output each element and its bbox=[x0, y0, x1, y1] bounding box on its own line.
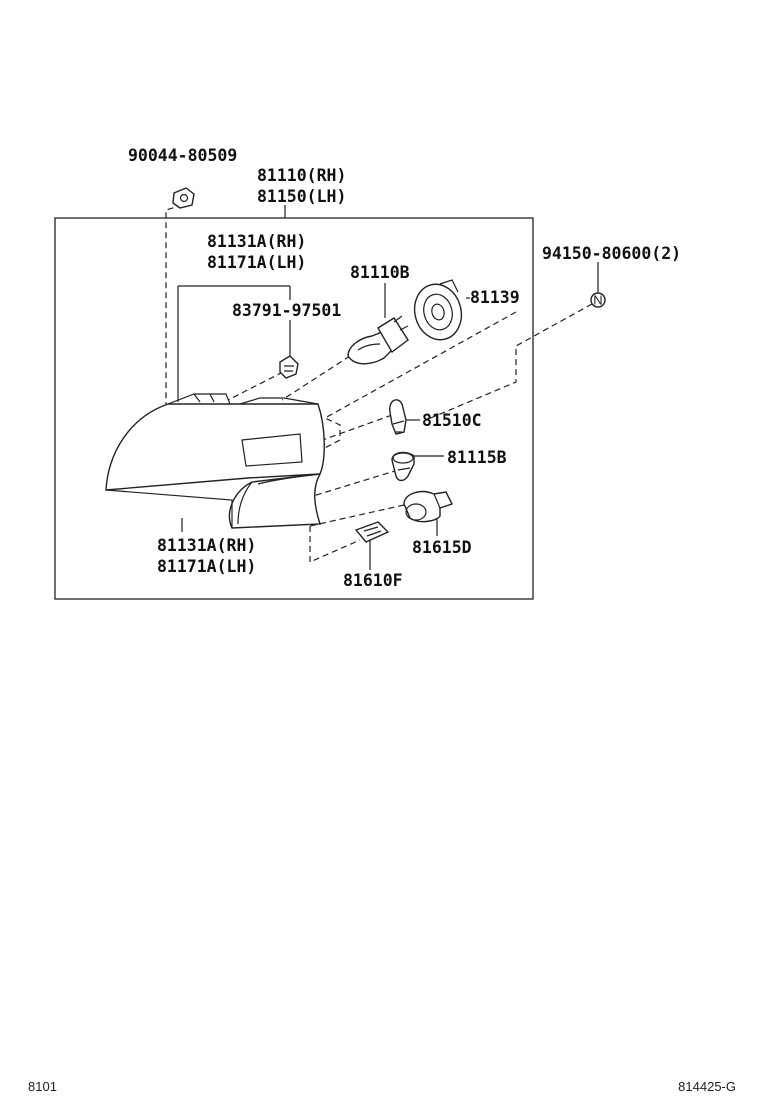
label-unit-rh: 81110(RH) bbox=[257, 166, 346, 185]
label-screw: 94150-80600(2) bbox=[542, 244, 681, 263]
footer-left: 8101 bbox=[28, 1079, 57, 1094]
bolt-part bbox=[172, 187, 195, 209]
label-bulb: 81110B bbox=[350, 263, 410, 282]
socket-part bbox=[391, 451, 415, 482]
label-cap: 81139 bbox=[470, 288, 520, 307]
label-socket2: 81615D bbox=[412, 538, 472, 557]
dash-socket bbox=[299, 469, 399, 501]
wedge-bulb-part bbox=[354, 521, 390, 543]
dust-cap-part bbox=[413, 279, 463, 341]
dash-bolt bbox=[137, 204, 184, 481]
socket2-part bbox=[403, 490, 453, 523]
label-lens-bottom-lh: 81171A(LH) bbox=[157, 557, 256, 576]
screw-marker: N bbox=[590, 292, 606, 308]
leader-lens-top bbox=[177, 285, 291, 402]
dash-clip bbox=[227, 371, 284, 401]
dash-screw bbox=[425, 303, 593, 421]
dash-wedge bbox=[309, 526, 361, 563]
label-bolt: 90044-80509 bbox=[128, 146, 237, 165]
headlamp-housing bbox=[105, 393, 325, 529]
assembly-frame bbox=[54, 217, 534, 600]
dash-cap bbox=[297, 311, 517, 463]
label-small-bulb: 81510C bbox=[422, 411, 482, 430]
clip-part bbox=[279, 355, 299, 379]
label-wedge: 81610F bbox=[343, 571, 403, 590]
label-lens-top-rh: 81131A(RH) bbox=[207, 232, 306, 251]
label-lens-top-lh: 81171A(LH) bbox=[207, 253, 306, 272]
halogen-bulb-part bbox=[347, 315, 409, 365]
small-bulb-part bbox=[389, 399, 407, 435]
footer-right: 814425-G bbox=[678, 1079, 736, 1094]
n-marker-text: N bbox=[593, 293, 602, 308]
dash-socket2 bbox=[309, 504, 405, 527]
label-unit-lh: 81150(LH) bbox=[257, 187, 346, 206]
label-clip: 83791-97501 bbox=[232, 301, 341, 320]
dash-bulb bbox=[281, 355, 351, 401]
label-socket: 81115B bbox=[447, 448, 507, 467]
label-lens-bottom-rh: 81131A(RH) bbox=[157, 536, 256, 555]
